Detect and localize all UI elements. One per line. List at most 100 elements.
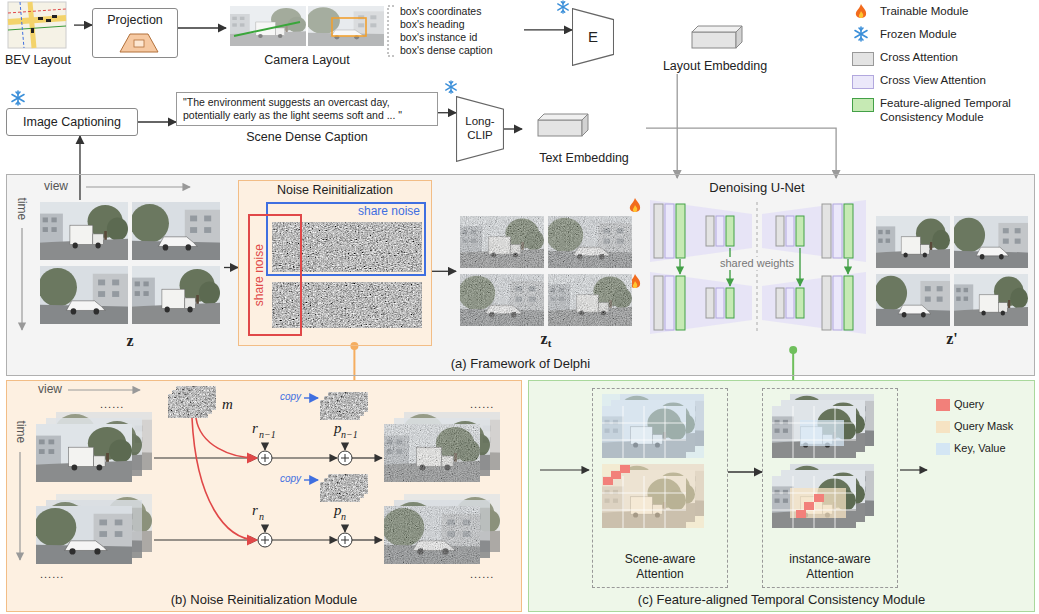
unet-art [796, 216, 804, 246]
unet-art [716, 216, 724, 246]
connector [504, 128, 522, 129]
connector [79, 136, 80, 200]
panel: (a) Framework of DelphizNoise Reinitiali… [6, 174, 1035, 376]
noise-module-art [384, 424, 480, 482]
legend-item: Key, Value [936, 442, 1032, 455]
label: view [38, 383, 62, 397]
noise-module-art [382, 506, 480, 564]
panel: (b) Noise Reinitialization Module [6, 380, 522, 612]
unet-art [822, 204, 831, 258]
node-text: Text Embedding [539, 151, 629, 166]
noise-module-art [36, 424, 132, 482]
panel: (c) Feature-aligned Temporal Consistency… [528, 380, 1035, 612]
frame-grid: zt [456, 212, 636, 348]
module-icon [446, 81, 457, 93]
noise-module-art [272, 539, 337, 540]
label: n−1 [341, 429, 358, 441]
bev-map [30, 2, 34, 48]
connector [728, 471, 762, 472]
legend-text: Key, Value [954, 442, 1006, 455]
unet-art [650, 200, 752, 262]
attention-art [602, 464, 704, 528]
noise-module-art [192, 418, 257, 540]
label: r [252, 502, 258, 519]
unet-art [762, 200, 866, 262]
process-box: Projection [92, 8, 178, 58]
connector [524, 29, 572, 30]
noise-module-art [320, 482, 360, 502]
clean-frames [40, 202, 128, 260]
label: n [259, 511, 264, 523]
legend-swatch [852, 75, 874, 89]
clean-frames [38, 266, 128, 324]
output-frames [953, 216, 1028, 268]
legend-swatch [852, 52, 874, 66]
unet-art [716, 288, 724, 318]
unet-art [676, 276, 685, 330]
connector [432, 271, 456, 272]
trapezoid-outline [572, 9, 613, 66]
attention-art [602, 406, 686, 458]
label: p [334, 420, 342, 437]
attention-box: instance-aware Attention [762, 388, 898, 588]
noise-module-art [154, 539, 257, 540]
bev-map [8, 18, 66, 22]
camera-images [230, 6, 394, 56]
label: ...... [100, 398, 124, 411]
attention-art [620, 465, 630, 473]
node-text: instance-aware Attention [784, 552, 876, 581]
legend-swatch [852, 98, 874, 112]
label: p [334, 502, 342, 519]
axis-arrow [21, 228, 22, 330]
unet-art [680, 248, 848, 286]
attention-art [540, 469, 589, 470]
node-text: box's instance id [400, 31, 477, 44]
node-text: t [548, 337, 552, 350]
noise-module-art [34, 386, 500, 564]
embedding-box [538, 114, 588, 120]
frame-grid: z' [872, 212, 1032, 348]
label: copy [280, 391, 301, 403]
caption-box: "The environment suggests an overcast da… [176, 92, 438, 166]
unet-art [786, 216, 794, 246]
panel-fill [238, 180, 432, 346]
node-text: Long-CLIP [456, 115, 504, 143]
node-text: z' [946, 329, 958, 348]
module-icon [856, 4, 866, 18]
unet-art [762, 272, 866, 334]
module-icon [12, 91, 24, 105]
attention-art [772, 406, 856, 458]
unet-art [786, 288, 794, 318]
attention-art [602, 394, 704, 458]
connector [353, 346, 355, 380]
noise-module-art [261, 454, 349, 544]
encoder-trapezoid: Long-CLIP [456, 96, 504, 162]
output-frames [954, 274, 1028, 326]
label: m [222, 396, 233, 413]
noise-maps [272, 222, 422, 272]
legend-item: Query [936, 398, 1032, 411]
output-frames [875, 274, 950, 326]
legend-item: Frozen Module [880, 28, 1030, 42]
node-text: Scene Dense Caption [246, 130, 368, 145]
attention-art [804, 502, 814, 510]
unet-art [726, 216, 734, 246]
trapezoid-outline [456, 97, 503, 162]
node-text: Noise Reinitialization [277, 183, 393, 198]
unet-art [665, 276, 674, 330]
node-text: share noise [358, 204, 420, 218]
unet-art [833, 204, 842, 258]
legend-swatch [936, 443, 950, 455]
noise-module-art [344, 525, 345, 532]
attention-art [772, 476, 856, 528]
legend-item: Cross View Attention [852, 74, 1032, 89]
noise-module-art [154, 457, 257, 458]
unet-art [799, 248, 800, 286]
legend-text: Query Mask [954, 420, 1013, 433]
label: shared weights [718, 257, 796, 270]
node-text: Scene-aware Attention [614, 552, 706, 581]
noise-module-art [352, 457, 382, 458]
module-icon [12, 1, 867, 288]
embedding-box [736, 26, 742, 48]
